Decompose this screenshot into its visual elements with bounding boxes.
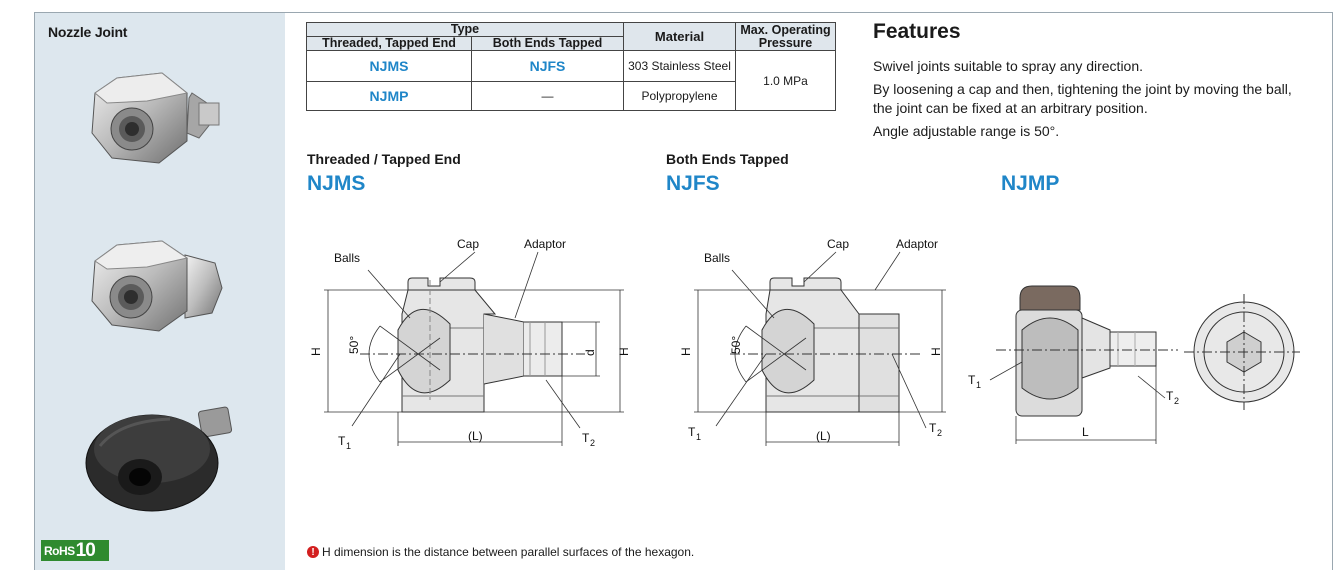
cell-dash: — [471, 81, 624, 111]
page-frame [34, 12, 1333, 570]
product-title: Nozzle Joint [48, 24, 128, 40]
njms-heading: NJMS [307, 172, 366, 195]
label-l: L [1082, 425, 1089, 439]
cell-pressure: 1.0 MPa [735, 50, 836, 111]
warning-icon: ! [307, 546, 319, 558]
label-balls: Balls [704, 251, 730, 265]
njfs-product-photo [91, 240, 223, 332]
njms-drawing: Balls Cap Adaptor H H d 50° (L) T 1 T 2 [309, 237, 631, 451]
njmp-labels: L T 1 T 2 [968, 373, 1179, 439]
cell-njfs: NJFS [471, 50, 624, 82]
label-adaptor: Adaptor [524, 237, 566, 251]
njms-product-photo [91, 72, 220, 164]
label-t2-sub: 2 [1174, 396, 1179, 406]
cell-njmp: NJMP [306, 81, 472, 111]
label-t1: T [338, 434, 346, 448]
features-title: Features [873, 20, 961, 43]
label-angle: 50° [347, 336, 361, 354]
label-t2: T [929, 421, 937, 435]
label-h-left: H [309, 347, 323, 356]
label-t2-sub: 2 [937, 428, 942, 438]
cell-material-pp: Polypropylene [623, 81, 736, 111]
cell-material-stainless: 303 Stainless Steel [623, 50, 736, 82]
label-l-paren: (L) [468, 429, 483, 443]
label-balls: Balls [334, 251, 360, 265]
label-t1-sub: 1 [976, 380, 981, 390]
feature-line: By loosening a cap and then, tightening … [873, 81, 1292, 116]
njmp-drawing: L T 1 T 2 [968, 285, 1300, 444]
header-threaded: Threaded, Tapped End [306, 36, 472, 51]
header-type: Type [306, 22, 624, 37]
footnote-text: H dimension is the distance between para… [322, 545, 695, 559]
product-sidebar: Nozzle Joint [35, 13, 285, 570]
table-row: NJMP — Polypropylene [306, 81, 836, 111]
features-body: Swivel joints suitable to spray any dire… [873, 57, 1313, 145]
njfs-drawing: Balls Cap Adaptor H H 50° (L) T 1 T 2 [679, 237, 946, 446]
label-t1: T [688, 425, 696, 439]
footnote: ! H dimension is the distance between pa… [307, 545, 694, 559]
threaded-heading: Threaded / Tapped End [307, 151, 461, 167]
header-material: Material [623, 22, 736, 51]
both-heading: Both Ends Tapped [666, 151, 789, 167]
table-row: NJMS NJFS 303 Stainless Steel 1.0 MPa [306, 50, 836, 111]
label-d: d [583, 349, 597, 356]
label-t1-sub: 1 [346, 441, 351, 451]
label-t2: T [1166, 389, 1174, 403]
label-adaptor: Adaptor [896, 237, 938, 251]
label-h-right: H [929, 347, 943, 356]
njfs-labels: Balls Cap Adaptor H H 50° (L) T 1 T 2 [679, 237, 943, 443]
njfs-heading: NJFS [666, 172, 720, 195]
header-both: Both Ends Tapped [471, 36, 624, 51]
njmp-product-photo [85, 406, 233, 512]
cell-njms: NJMS [306, 50, 472, 82]
label-h-right: H [617, 347, 631, 356]
label-t2: T [582, 431, 590, 445]
label-cap: Cap [457, 237, 479, 251]
label-t1: T [968, 373, 976, 387]
header-pressure: Max. Operating Pressure [735, 22, 836, 51]
rohs-badge: RoHS 10 [41, 540, 109, 561]
spec-table: Type Material Max. Operating Pressure Th… [306, 22, 836, 111]
label-angle: 50° [729, 336, 743, 354]
rohs-number: 10 [75, 539, 96, 561]
label-t1-sub: 1 [696, 432, 701, 442]
label-cap: Cap [827, 237, 849, 251]
feature-line: Angle adjustable range is 50°. [873, 123, 1060, 139]
rohs-label: RoHS [44, 543, 75, 558]
njmp-heading: NJMP [1001, 172, 1060, 195]
feature-line: Swivel joints suitable to spray any dire… [873, 58, 1144, 74]
label-l-paren: (L) [816, 429, 831, 443]
njms-labels: Balls Cap Adaptor H H d 50° (L) T 1 T 2 [309, 237, 631, 451]
label-h-left: H [679, 347, 693, 356]
label-t2-sub: 2 [590, 438, 595, 448]
